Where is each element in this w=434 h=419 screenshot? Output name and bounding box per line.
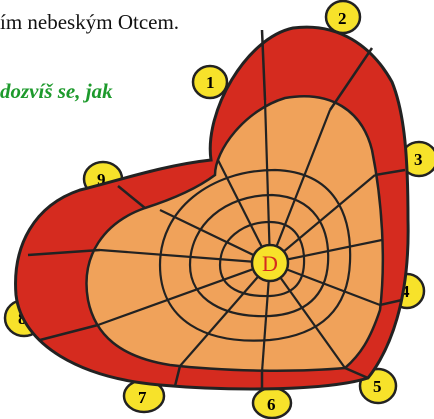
outer-band-dividers (27, 29, 406, 390)
marker-1[interactable]: 1 (191, 64, 229, 100)
marker-7-label: 7 (138, 388, 147, 407)
marker-9-label: 9 (97, 170, 106, 189)
text-line-1: ím nebeským Otcem. (0, 10, 180, 34)
center-label: D (262, 251, 278, 276)
center-target[interactable]: D (250, 243, 290, 283)
marker-1-label: 1 (206, 73, 215, 92)
marker-2[interactable]: 2 (324, 0, 362, 35)
marker-6[interactable]: 6 (251, 386, 293, 419)
text-line-2: dozvíš se, jak (0, 79, 113, 103)
marker-4-label: 4 (401, 282, 410, 301)
maze-rings (158, 168, 352, 342)
marker-5-label: 5 (373, 377, 382, 396)
marker-6-label: 6 (267, 395, 276, 414)
marker-3-label: 3 (414, 150, 423, 169)
marker-2-label: 2 (338, 9, 347, 28)
